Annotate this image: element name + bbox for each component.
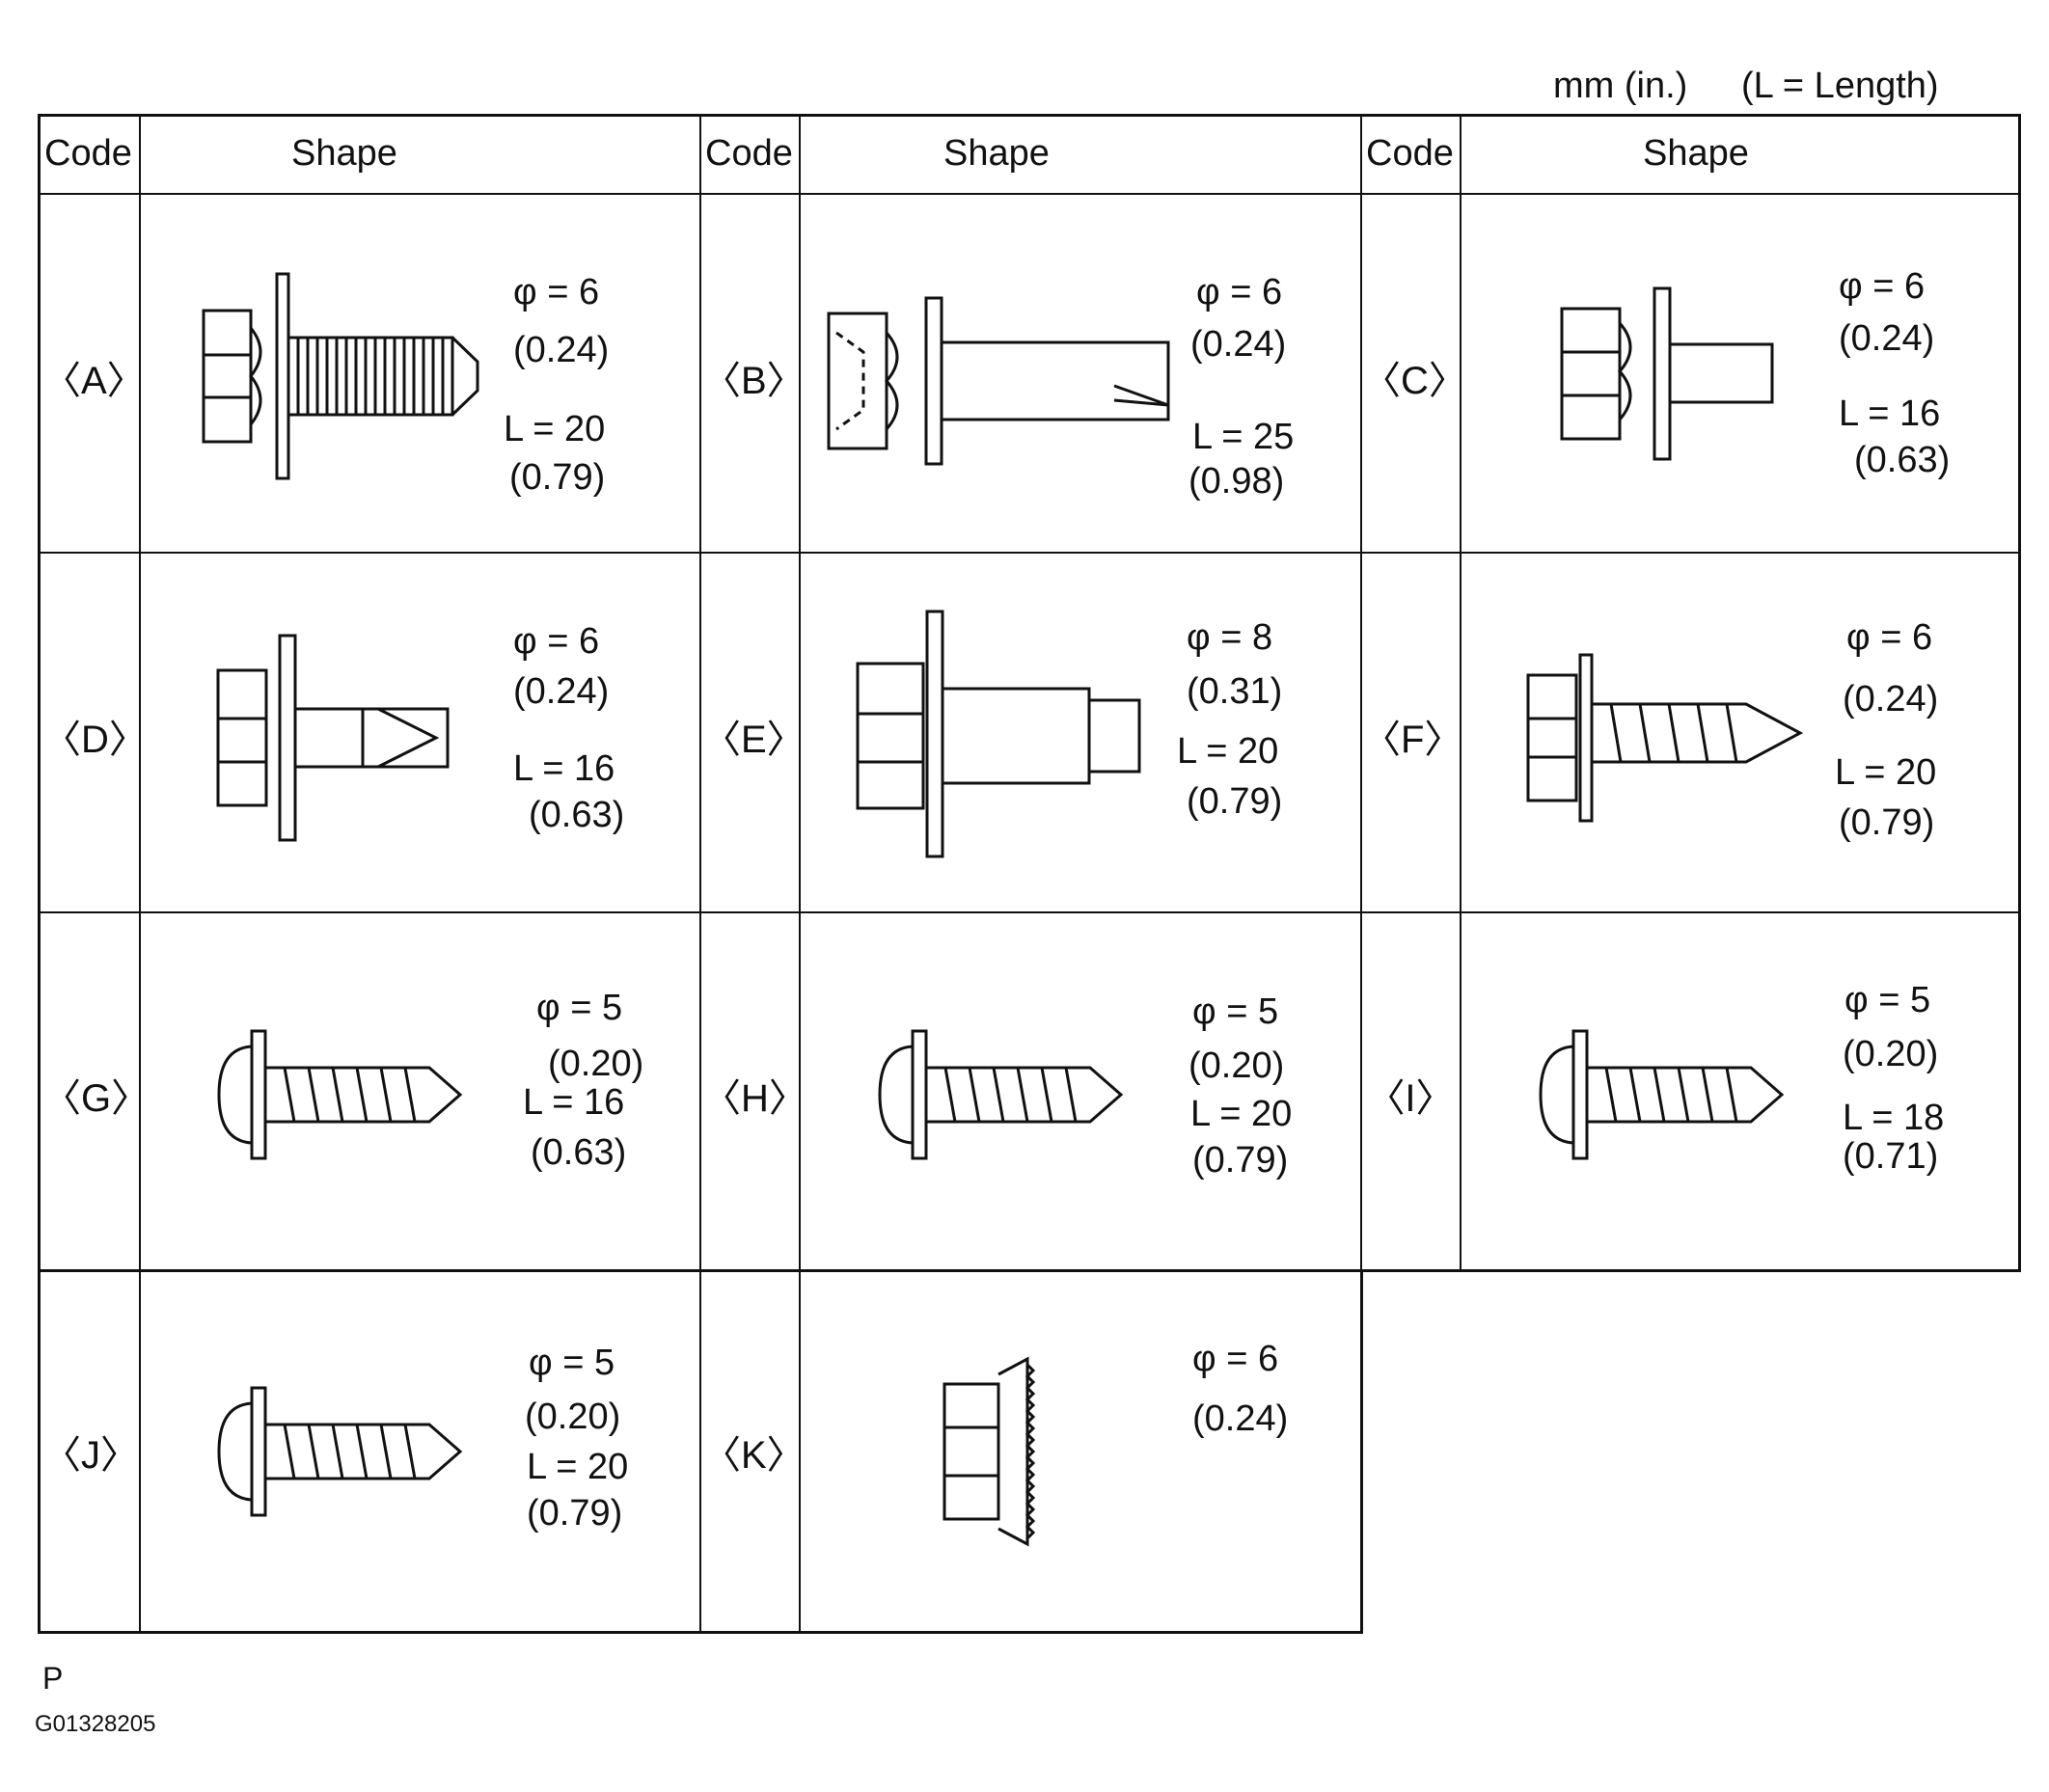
spec-i-len-in: (0.71)	[1843, 1136, 1939, 1177]
hex-tapping-screw-icon	[1524, 651, 1804, 825]
spec-f-dia-in: (0.24)	[1843, 679, 1939, 720]
pan-tapping-screw-icon	[217, 1384, 468, 1519]
figure-id: G01328205	[35, 1711, 156, 1737]
spec-h-len: L = 20	[1190, 1094, 1293, 1134]
spec-j-len: L = 20	[527, 1447, 629, 1487]
flange-nut-icon	[941, 1355, 1037, 1548]
hex-bolt-pilot-tip-icon	[825, 294, 1172, 468]
spec-d-len: L = 16	[513, 748, 615, 789]
spec-i-dia: φ = 5	[1844, 980, 1931, 1020]
spec-b-len: L = 25	[1192, 417, 1295, 457]
spec-b-len-in: (0.98)	[1188, 461, 1285, 502]
spec-c-dia: φ = 6	[1839, 266, 1926, 307]
code-k: 〈K〉	[702, 1434, 806, 1477]
spec-g-dia: φ = 5	[536, 988, 623, 1028]
code-f: 〈F〉	[1362, 719, 1463, 761]
spec-h-dia-in: (0.20)	[1188, 1045, 1285, 1086]
spec-k-dia-in: (0.24)	[1192, 1398, 1289, 1439]
code-h: 〈H〉	[702, 1077, 807, 1120]
spec-a-len-in: (0.79)	[509, 457, 606, 498]
pan-tapping-screw-icon	[217, 1027, 468, 1162]
spec-d-len-in: (0.63)	[529, 795, 625, 835]
spec-g-len: L = 16	[523, 1082, 625, 1123]
spec-i-dia-in: (0.20)	[1843, 1034, 1939, 1074]
fastener-table	[38, 114, 2021, 1272]
spec-a-len: L = 20	[504, 409, 606, 449]
spec-f-len-in: (0.79)	[1839, 802, 1935, 843]
code-j: 〈J〉	[42, 1434, 139, 1477]
spec-d-dia-in: (0.24)	[513, 671, 610, 712]
shape-header-2: Shape	[943, 133, 1050, 174]
code-a: 〈A〉	[42, 360, 146, 402]
shape-header-3: Shape	[1643, 133, 1749, 174]
code-g: 〈G〉	[42, 1077, 150, 1120]
code-e: 〈E〉	[702, 719, 806, 761]
spec-g-dia-in: (0.20)	[548, 1044, 644, 1084]
code-b: 〈B〉	[702, 360, 806, 402]
spec-c-len: L = 16	[1839, 394, 1941, 434]
code-header-2: Code	[705, 133, 793, 174]
spec-e-len-in: (0.79)	[1187, 781, 1283, 822]
code-c: 〈C〉	[1362, 360, 1467, 402]
spec-d-dia: φ = 6	[513, 621, 600, 662]
spec-f-dia: φ = 6	[1846, 617, 1933, 658]
spec-j-dia: φ = 5	[529, 1343, 615, 1383]
page-letter: P	[42, 1661, 64, 1696]
spec-e-len: L = 20	[1177, 731, 1279, 772]
spec-f-len: L = 20	[1835, 752, 1937, 793]
hex-bolt-short-icon	[1558, 285, 1780, 463]
spec-i-len: L = 18	[1843, 1098, 1945, 1138]
code-header-1: Code	[44, 133, 132, 174]
units-label: mm (in.)	[1553, 66, 1688, 106]
code-d: 〈D〉	[42, 719, 148, 761]
hex-bolt-self-drilling-icon	[214, 632, 455, 844]
spec-b-dia: φ = 6	[1196, 272, 1283, 312]
spec-h-len-in: (0.79)	[1192, 1140, 1289, 1181]
spec-c-len-in: (0.63)	[1854, 440, 1951, 480]
length-key-label: (L = Length)	[1741, 66, 1939, 106]
hex-bolt-spring-washer-icon	[198, 270, 487, 482]
spec-k-dia: φ = 6	[1192, 1339, 1279, 1379]
code-i: 〈I〉	[1366, 1077, 1455, 1120]
spec-j-dia-in: (0.20)	[525, 1397, 621, 1437]
spec-a-dia: φ = 6	[513, 272, 600, 312]
hex-flange-bolt-icon	[854, 608, 1143, 860]
pan-tapping-screw-icon	[1539, 1027, 1789, 1162]
spec-a-dia-in: (0.24)	[513, 330, 610, 370]
spec-b-dia-in: (0.24)	[1190, 324, 1287, 365]
pan-tapping-screw-icon	[878, 1027, 1129, 1162]
code-header-3: Code	[1366, 133, 1454, 174]
spec-e-dia-in: (0.31)	[1187, 671, 1283, 712]
spec-h-dia: φ = 5	[1192, 991, 1279, 1032]
spec-e-dia: φ = 8	[1187, 617, 1273, 658]
spec-c-dia-in: (0.24)	[1839, 318, 1935, 359]
spec-g-len-in: (0.63)	[531, 1132, 627, 1173]
shape-header-1: Shape	[291, 133, 397, 174]
spec-j-len-in: (0.79)	[527, 1493, 623, 1534]
